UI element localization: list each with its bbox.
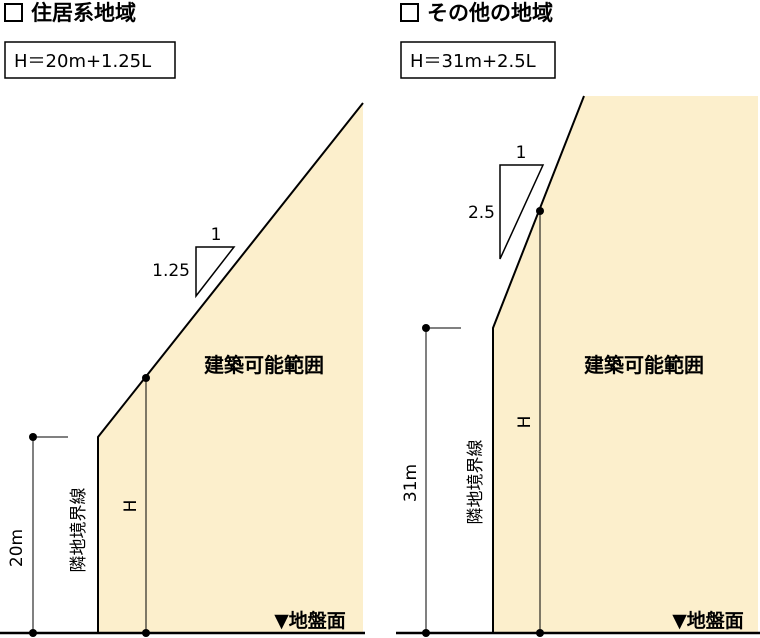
checkbox-icon <box>400 3 419 22</box>
dimension-dot <box>142 374 150 382</box>
height-label: 31m <box>401 464 421 502</box>
buildable-label: 建築可能範囲 <box>204 353 324 377</box>
ground-label: ▼地盤面 <box>672 609 744 632</box>
slope-run-label: 1 <box>516 143 527 163</box>
formula-text: H＝31m+2.5L <box>410 51 536 72</box>
panel-other: その他の地域 H＝31m+2.5L 31m H 隣地境界線 1 2.5 建築可能… <box>396 1 760 637</box>
setback-line <box>97 102 364 633</box>
slope-run-label: 1 <box>211 225 222 245</box>
height-label: 20m <box>7 529 27 567</box>
h-symbol-label: H <box>121 500 141 513</box>
formula-text: H＝20m+1.25L <box>14 51 151 72</box>
checkbox-icon <box>4 3 23 22</box>
setback-line <box>492 95 585 633</box>
dimension-dot <box>29 433 37 441</box>
formula-box <box>4 41 176 79</box>
dimension-dot <box>536 207 544 215</box>
slope-rise-label: 2.5 <box>468 203 495 223</box>
ground-label: ▼地盤面 <box>274 609 346 632</box>
dimension-dot <box>422 324 430 332</box>
slope-rise-label: 1.25 <box>152 261 190 281</box>
panel-residential: 住居系地域 H＝20m+1.25L 20m H 隣地境界線 1 1.25 建築可… <box>0 1 365 637</box>
formula-box <box>400 41 556 79</box>
dimension-dot <box>536 629 544 637</box>
dimension-dot <box>422 629 430 637</box>
dimension-dot <box>29 629 37 637</box>
buildable-area <box>493 96 758 633</box>
panel-title: 住居系地域 <box>31 1 136 25</box>
panel-title: その他の地域 <box>427 1 553 25</box>
slope-triangle <box>499 164 545 260</box>
h-symbol-label: H <box>515 416 535 429</box>
slope-triangle <box>195 246 236 299</box>
boundary-label: 隣地境界線 <box>69 488 89 573</box>
buildable-area <box>98 103 363 633</box>
dimension-dot <box>142 629 150 637</box>
buildable-label: 建築可能範囲 <box>584 353 704 377</box>
boundary-label: 隣地境界線 <box>466 440 486 525</box>
